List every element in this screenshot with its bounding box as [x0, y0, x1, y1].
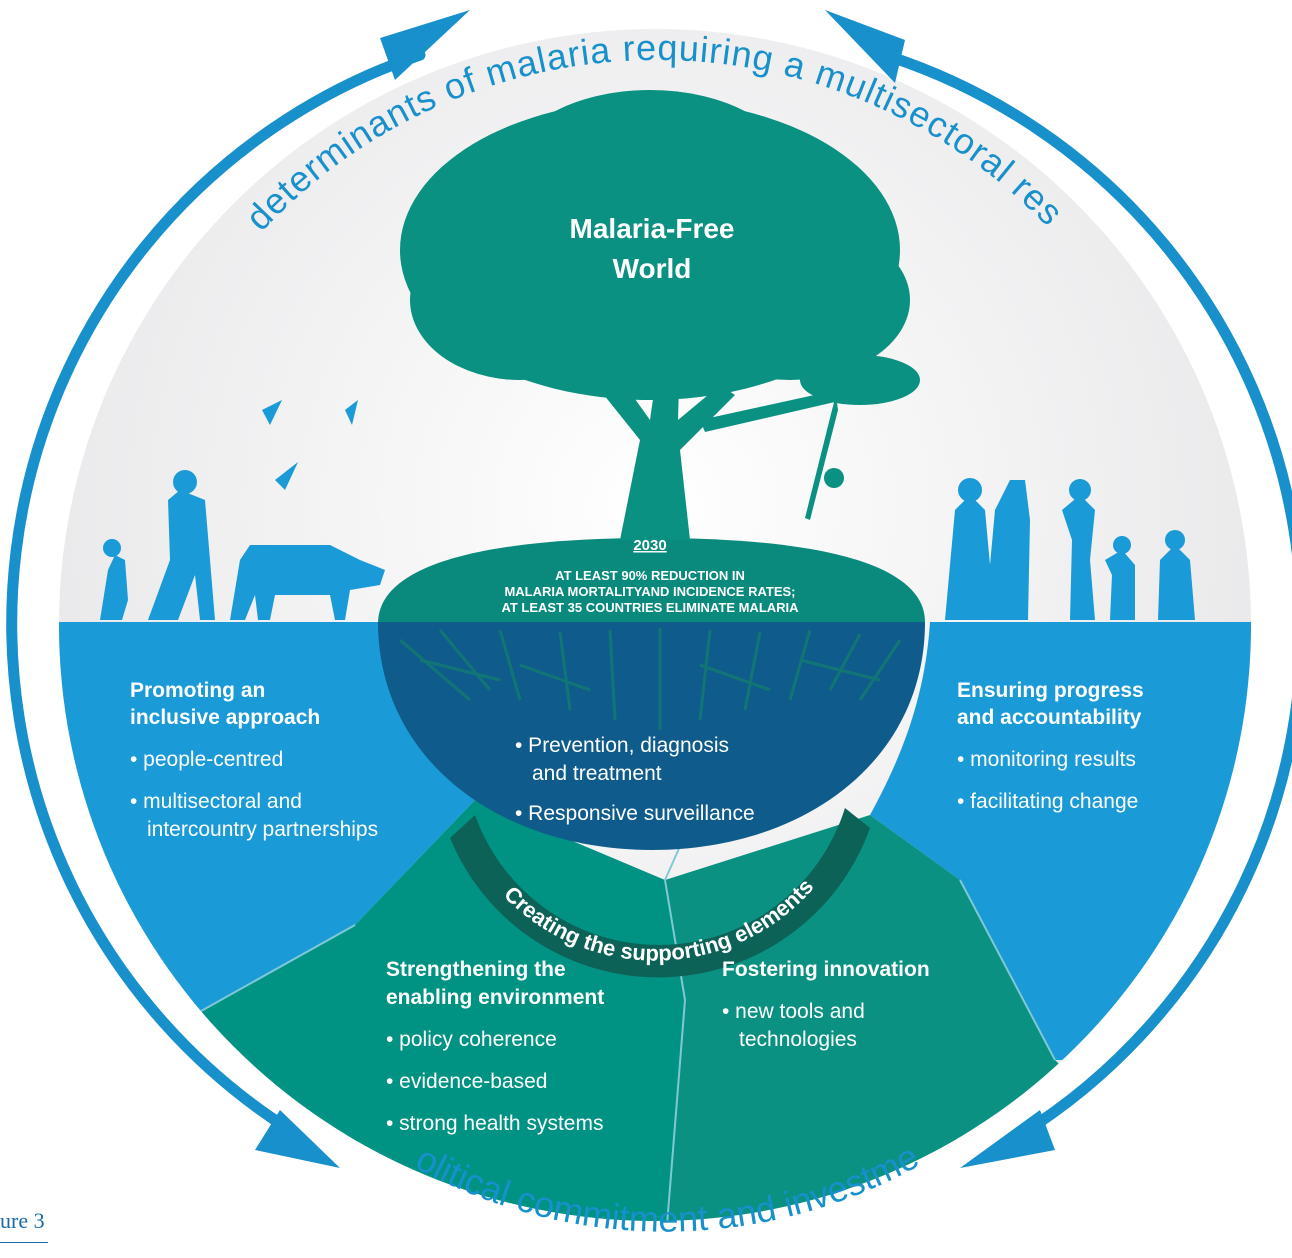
- goal-line3: AT LEAST 35 COUNTRIES ELIMINATE MALARIA: [501, 600, 799, 615]
- supporting-elements-band: [450, 808, 870, 978]
- left-title-line1: Promoting an: [130, 679, 265, 702]
- bottom-left-item1: • policy coherence: [386, 1028, 557, 1051]
- goal-line2: MALARIA MORTALITYAND INCIDENCE RATES;: [504, 584, 795, 599]
- bottom-left-item2: • evidence-based: [386, 1070, 547, 1093]
- arrow-head-bottom-left: [255, 1110, 340, 1168]
- right-item2: • facilitating change: [957, 790, 1138, 813]
- left-title-line2: inclusive approach: [130, 706, 320, 729]
- panel-dividers: [184, 834, 1056, 1221]
- goal-year: 2030: [633, 537, 666, 554]
- tree-title-line2: World: [613, 253, 692, 284]
- arrow-head-top-left: [380, 10, 470, 80]
- right-silhouettes: [945, 478, 1195, 620]
- goal-mound: [378, 538, 925, 622]
- bottom-left-title-line2: enabling environment: [386, 986, 604, 1009]
- bottom-right-title: Fostering innovation: [722, 958, 930, 981]
- figure-label: ure 3: [0, 1208, 45, 1233]
- goal-line1: AT LEAST 90% REDUCTION IN: [555, 568, 745, 583]
- tree-title-line1: Malaria-Free: [570, 213, 735, 244]
- left-item1: • people-centred: [130, 748, 283, 771]
- bottom-left-title-line1: Strengthening the: [386, 958, 566, 981]
- bottom-right-item1-line2: technologies: [739, 1028, 857, 1051]
- left-silhouettes: [100, 400, 385, 620]
- center-item2: • Responsive surveillance: [515, 802, 755, 825]
- right-item1: • monitoring results: [957, 748, 1136, 771]
- roots-illustration: [399, 628, 902, 730]
- arrow-head-top-right: [825, 10, 905, 83]
- arrow-head-bottom-right: [960, 1110, 1055, 1168]
- left-item2-line2: intercountry partnerships: [147, 818, 378, 841]
- bottom-left-item3: • strong health systems: [386, 1112, 603, 1135]
- left-item2-line1: • multisectoral and: [130, 790, 302, 813]
- figure-label-underline: [0, 1242, 48, 1243]
- tree-illustration: [400, 90, 920, 540]
- left-panel-bg: [59, 622, 475, 1020]
- circular-arrows: [6, 49, 1292, 1141]
- right-title-line2: and accountability: [957, 706, 1142, 729]
- bottom-right-item1-line1: • new tools and: [722, 1000, 865, 1023]
- center-item1-line1: • Prevention, diagnosis: [515, 734, 729, 757]
- right-title-line1: Ensuring progress: [957, 679, 1144, 702]
- center-item1-line2: and treatment: [532, 762, 662, 785]
